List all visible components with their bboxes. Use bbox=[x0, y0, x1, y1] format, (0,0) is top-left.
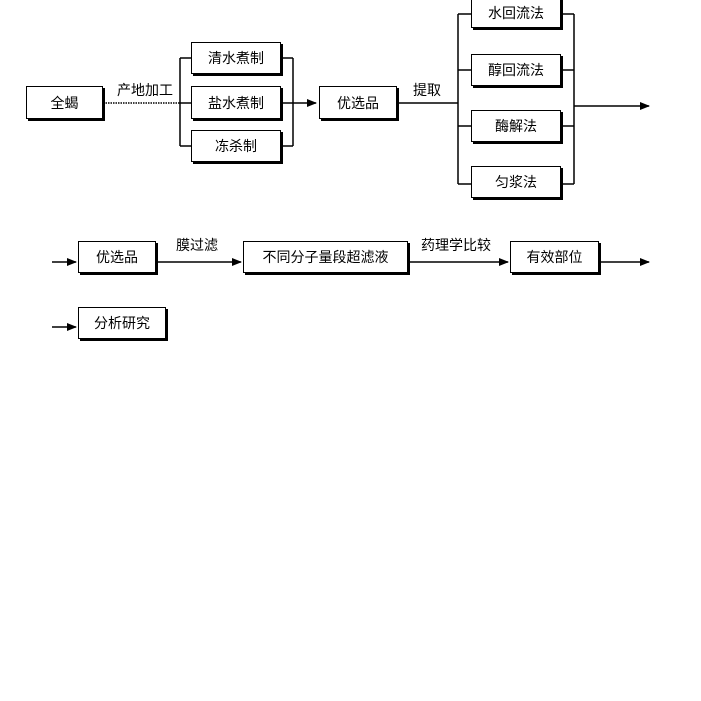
method-box-3: 冻杀制 bbox=[191, 130, 281, 162]
membrane-label: 膜过滤 bbox=[176, 238, 218, 254]
selected-box-row1: 优选品 bbox=[319, 86, 397, 119]
extraction-box-4: 匀浆法 bbox=[471, 166, 561, 198]
result-box: 有效部位 bbox=[510, 241, 599, 273]
method-box-2: 盐水煮制 bbox=[191, 86, 281, 119]
extraction-box-1: 水回流法 bbox=[471, 0, 561, 28]
extraction-box-2: 醇回流法 bbox=[471, 54, 561, 86]
analysis-box: 分析研究 bbox=[78, 307, 166, 339]
process-label: 产地加工 bbox=[117, 83, 173, 99]
pharm-label: 药理学比较 bbox=[421, 238, 491, 254]
extraction-box-3: 酶解法 bbox=[471, 110, 561, 142]
extract-label: 提取 bbox=[413, 83, 441, 99]
start-box: 全蝎 bbox=[26, 86, 103, 119]
filtrate-box: 不同分子量段超滤液 bbox=[243, 241, 408, 273]
selected-box-row2: 优选品 bbox=[78, 241, 156, 273]
method-box-1: 清水煮制 bbox=[191, 42, 281, 74]
